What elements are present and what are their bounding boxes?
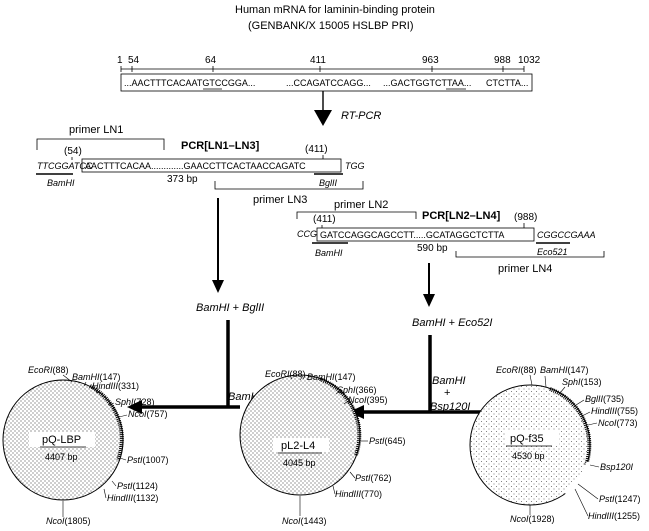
primer-ln3-label: primer LN3: [253, 194, 307, 206]
mrna-pos-988: 988: [494, 55, 511, 66]
pl2l4-site-8: NcoI(1443): [282, 516, 327, 526]
pqf35-site-8: PstI(1247): [599, 494, 641, 504]
header-title-line1: Human mRNA for laminin-binding protein: [235, 4, 435, 16]
pcr-ln2-ln4: primer LN2 PCR[LN2–LN4] (411) (988) CCG …: [296, 199, 605, 275]
mrna-seq-a: ...AACTTTCACAATGTCCGGA...: [124, 78, 255, 88]
pl2l4-site-2: BamHI(147): [307, 372, 356, 382]
mrna-pos-64: 64: [205, 55, 217, 66]
pcr2-seq: GATCCAGGCAGCCTT.....GCATAGGCTCTTA: [320, 230, 504, 240]
pcr2-right-flank: CGGCCGAAA: [537, 230, 596, 240]
pqlbp-site-7: PstI(1124): [117, 481, 158, 491]
pqf35-site-5: HindIII(755): [591, 406, 638, 416]
pl2l4-site-4: NcoI(395): [348, 395, 388, 405]
pqlbp-site-8: HindIII(1132): [107, 493, 158, 503]
digest-left-label: BamHI + BglII: [196, 302, 264, 314]
mrna-pos-1032: 1032: [518, 55, 541, 66]
pcr2-left-flank: CCG: [297, 229, 317, 239]
pqlbp-site-2: BamHI(147): [72, 372, 121, 382]
pqf35-site-2: BamHI(147): [540, 365, 589, 375]
pcr1-right-flank: TGG: [345, 161, 365, 171]
pcr2-title: PCR[LN2–LN4]: [422, 210, 501, 222]
pqf35-name: pQ-f35: [510, 433, 544, 445]
vector-enzyme1-label: BamHI: [432, 375, 466, 387]
flow-arrows: BamHI + BglII BamHI + Eco52I BamHI BamHI…: [127, 198, 492, 419]
rtpcr-step: RT-PCR: [314, 91, 381, 126]
pl2l4-site-1: EcoRI(88): [265, 369, 306, 379]
digest-right-label: BamHI + Eco52I: [412, 317, 492, 329]
header-title-line2: (GENBANK/X 15005 HSLBP PRI): [248, 20, 413, 32]
pqlbp-site-5: NcoI(757): [128, 409, 168, 419]
primer-ln2-label: primer LN2: [334, 199, 388, 211]
pcr1-seq: AACTTTCACAA.............GAACCTTCACTAACCA…: [85, 161, 306, 171]
mrna-seq-d: CTCTTA...: [486, 78, 528, 88]
mrna-pos-963: 963: [422, 55, 439, 66]
plasmid-pqf35: pQ-f35 4530 bp EcoRI(88) BamHI(147) SphI…: [469, 365, 641, 524]
pqf35-site-1: EcoRI(88): [496, 365, 537, 375]
pcr2-site-right: Eco521: [537, 247, 568, 257]
pqf35-site-9: HindIII(1255): [588, 511, 640, 521]
pcr2-size: 590 bp: [417, 243, 448, 254]
mrna-pos-1: 1: [117, 55, 123, 66]
primer-ln4-label: primer LN4: [498, 263, 552, 275]
pcr2-pos-right: (988): [514, 212, 537, 223]
rtpcr-label: RT-PCR: [341, 110, 381, 122]
pqlbp-site-4: SphI(728): [115, 397, 155, 407]
pl2l4-site-5: PstI(645): [369, 436, 406, 446]
pqf35-size: 4530 bp: [512, 451, 545, 461]
plasmid-pqlbp: pQ-LBP 4407 bp EcoRI(88) BamHI(147) Hind…: [2, 365, 169, 526]
pqlbp-site-1: EcoRI(88): [28, 365, 69, 375]
pqf35-site-4: BglII(735): [585, 394, 624, 404]
pqlbp-site-6: PstI(1007): [127, 455, 169, 465]
pqf35-site-6: NcoI(773): [598, 418, 638, 428]
pqlbp-site-9: NcoI(1805): [46, 516, 91, 526]
pqlbp-name: pQ-LBP: [42, 434, 81, 446]
pcr1-size: 373 bp: [167, 174, 198, 185]
mrna-sequence-map: 1 54 64 411 963 988 1032 ...AACTTTCACAAT…: [117, 55, 541, 92]
pl2l4-name: pL2-L4: [281, 440, 315, 452]
pqlbp-size: 4407 bp: [45, 452, 78, 462]
pqlbp-site-3: HindIII(331): [92, 381, 139, 391]
pcr1-pos-left: (54): [64, 146, 82, 157]
primer-ln1-label: primer LN1: [69, 124, 123, 136]
pcr1-site-right: BglII: [319, 178, 338, 188]
pl2l4-site-7: HindIII(770): [335, 489, 382, 499]
mrna-pos-411: 411: [310, 55, 326, 66]
pqf35-site-3: SphI(153): [562, 377, 602, 387]
pl2l4-site-6: PstI(762): [355, 473, 392, 483]
pl2l4-size: 4045 bp: [283, 458, 316, 468]
pcr1-left-flank: TTCGGATCC: [37, 161, 93, 171]
pqf35-site-10: NcoI(1928): [510, 514, 555, 524]
pcr1-title: PCR[LN1–LN3]: [181, 140, 260, 152]
pqf35-site-7: Bsp120I: [600, 462, 634, 472]
pcr2-site-left: BamHI: [315, 248, 343, 258]
plasmid-pl2l4: pL2-L4 4045 bp EcoRI(88) BamHI(147) SphI…: [239, 369, 406, 526]
mrna-seq-b: ...CCAGATCCAGG...: [286, 78, 371, 88]
vector-enzyme2-label: Bsp120I: [430, 401, 470, 413]
mrna-seq-c: ...GACTGGTCTTAA...: [383, 78, 471, 88]
mrna-pos-54: 54: [128, 55, 140, 66]
pcr1-pos-right: (411): [305, 144, 328, 155]
pl2l4-site-3: SphI(366): [337, 385, 377, 395]
pcr2-pos-left: (411): [313, 214, 336, 225]
pcr1-site-left: BamHI: [47, 178, 75, 188]
vector-plus-label: +: [444, 387, 450, 399]
pcr-ln1-ln3: primer LN1 PCR[LN1–LN3] (54) (411) TTCGG…: [36, 124, 365, 206]
